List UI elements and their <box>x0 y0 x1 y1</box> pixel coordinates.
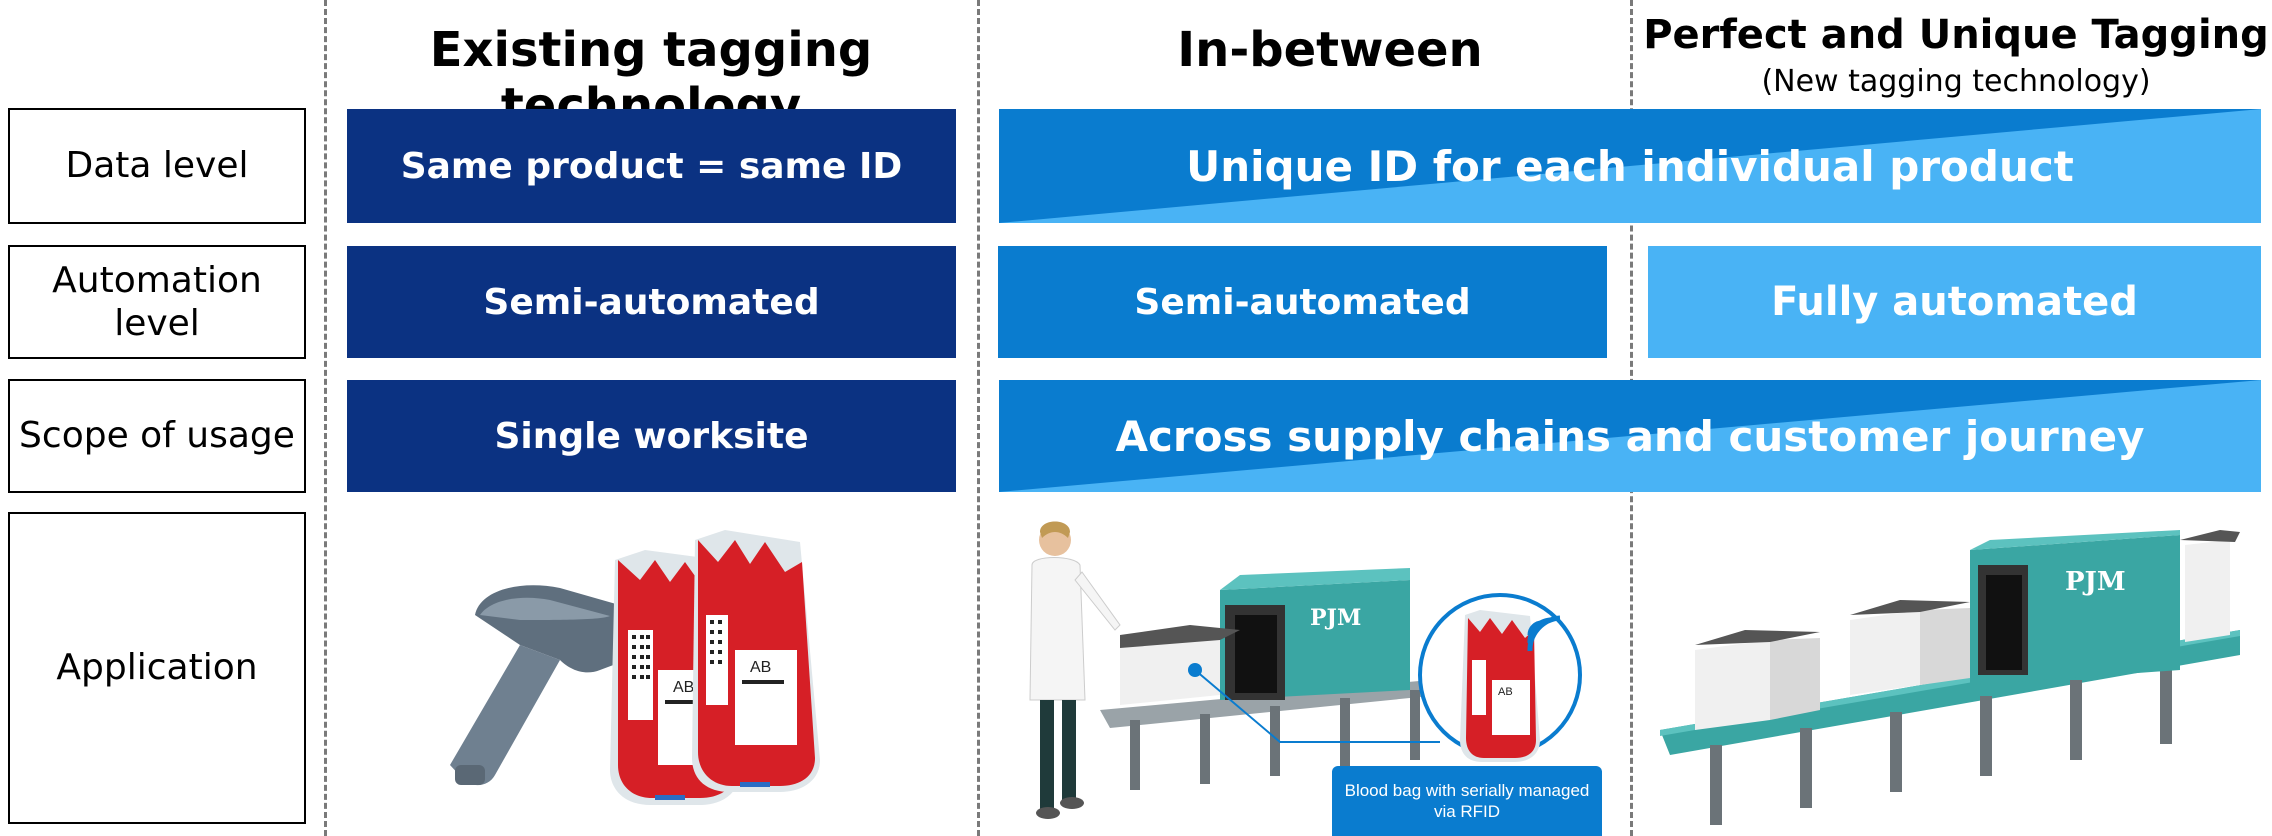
automation-in-between: Semi-automated <box>998 246 1607 358</box>
column-divider-2 <box>977 0 980 836</box>
scope-new-banner: Across supply chains and customer journe… <box>999 380 2261 492</box>
row-label-scope-of-usage: Scope of usage <box>8 379 306 493</box>
rfid-caption: Blood bag with serially managed via RFID <box>1332 766 1602 836</box>
lab-worker-illustration <box>1029 521 1121 819</box>
header-in-between: In-between <box>1177 22 1483 78</box>
scope-existing: Single worksite <box>347 380 956 492</box>
machine-brand-label-2: PJM <box>2065 567 2126 597</box>
scope-new-text: Across supply chains and customer journe… <box>1115 411 2145 461</box>
machine-brand-label: PJM <box>1310 605 1361 631</box>
row-label-automation-level: Automation level <box>8 245 306 359</box>
column-divider-1 <box>324 0 327 836</box>
rfid-blood-bag-icon: AB <box>1460 610 1540 762</box>
blood-bag-icon-2: AB <box>692 530 820 792</box>
wifi-signal-icon <box>1527 615 1561 652</box>
rfid-blood-type-label: AB <box>1498 686 1513 698</box>
row-label-data-level: Data level <box>8 108 306 224</box>
header-perfect-subtitle: (New tagging technology) <box>1761 64 2151 99</box>
blood-type-label-2: AB <box>750 659 771 676</box>
blood-type-label-1: AB <box>673 679 694 696</box>
data-level-gradient-shape <box>999 109 2261 223</box>
scope-gradient-shape <box>999 380 2261 492</box>
perfect-application-illustration: PJM <box>1660 530 2240 825</box>
existing-application-illustration: AB AB <box>450 530 820 805</box>
data-level-new-banner: Unique ID for each individual product <box>999 109 2261 223</box>
header-perfect: Perfect and Unique Tagging <box>1643 12 2269 58</box>
in-between-application-illustration: PJM AB <box>1029 521 1582 819</box>
data-level-new-text: Unique ID for each individual product <box>1186 141 2074 191</box>
data-level-existing: Same product = same ID <box>347 109 956 223</box>
automation-perfect: Fully automated <box>1648 246 2261 358</box>
barcode-scanner-icon <box>450 585 649 786</box>
row-label-application: Application <box>8 512 306 824</box>
automation-existing: Semi-automated <box>347 246 956 358</box>
